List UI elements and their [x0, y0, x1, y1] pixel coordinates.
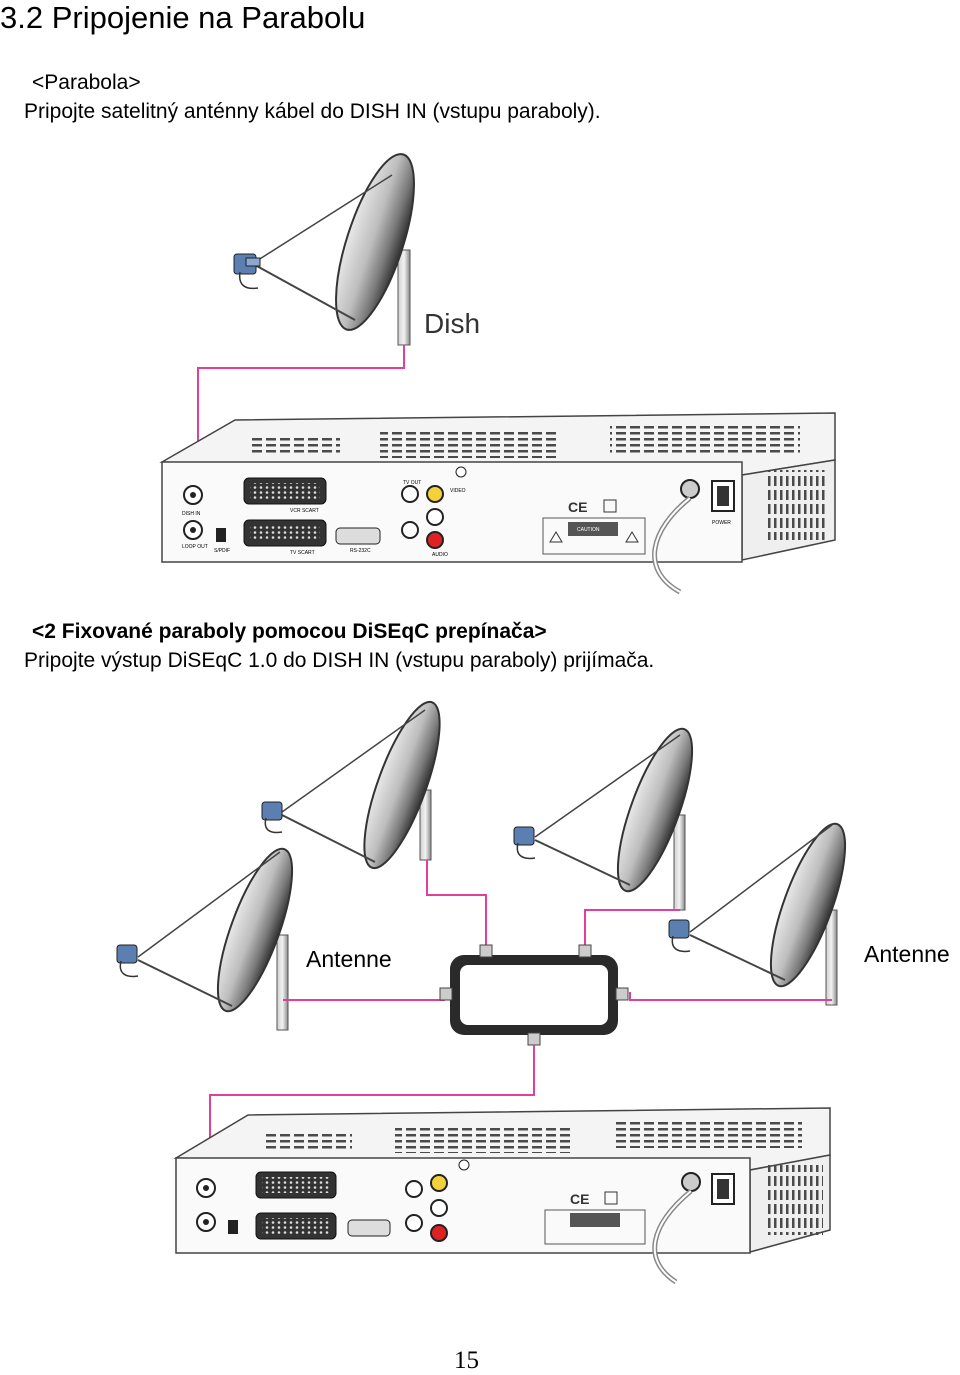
section1-heading: <Parabola>: [32, 71, 141, 94]
power-label: POWER: [712, 520, 731, 526]
antenna-left-label: Antenne: [306, 946, 392, 972]
lnb-icon: [116, 944, 138, 964]
svg-text:CE: CE: [568, 499, 587, 515]
page-title: 3.2 Pripojenie na Parabolu: [0, 0, 366, 35]
receiver-2: CE: [173, 1107, 831, 1285]
section1-body: Pripojte satelitný anténny kábel do DISH…: [24, 100, 601, 123]
page-number: 15: [454, 1347, 479, 1374]
cable-dish-2c: [283, 992, 445, 1001]
dish-2d: [668, 822, 847, 1006]
lnb-icon: [261, 801, 283, 821]
cable-dish-2d: [629, 992, 832, 1001]
svg-text:CE: CE: [570, 1191, 589, 1207]
dish-1: [233, 153, 415, 346]
audio-label: AUDIO: [432, 552, 448, 558]
cable-dish-to-receiver-1: [197, 345, 405, 488]
caution-label: CAUTION: [577, 527, 600, 533]
tv-out-label: TV OUT: [403, 480, 421, 486]
lnb-icon: [513, 826, 535, 846]
section2-body: Pripojte výstup DiSEqC 1.0 do DISH IN (v…: [24, 649, 655, 672]
tv-scart-label: TV SCART: [290, 550, 315, 556]
section2-heading: <2 Fixované paraboly pomocou DiSEqC prep…: [32, 620, 547, 643]
rs232-label: RS-232C: [350, 548, 371, 554]
vcr-scart-label: VCR SCART: [290, 508, 319, 514]
dish-2c: [116, 847, 294, 1031]
diseqc-switch: [439, 944, 629, 1046]
video-label: VIDEO: [450, 488, 466, 494]
dish-2b: [513, 727, 694, 911]
lnb-icon: [668, 919, 690, 939]
cable-dish-2a: [426, 860, 487, 948]
cable-dish-2b: [584, 909, 680, 948]
dish-in-label: DISH IN: [182, 511, 201, 517]
loop-out-label: LOOP OUT: [182, 544, 208, 550]
lnb-icon: [233, 253, 261, 275]
dish-2a: [261, 700, 441, 870]
spdif-label: S/PDIF: [214, 548, 230, 554]
receiver-1: DISH IN LOOP OUT S/PDIF VCR SCART TV SCA…: [159, 412, 836, 595]
dish-label: Dish: [424, 308, 480, 339]
antenna-right-label: Antenne: [864, 941, 950, 967]
